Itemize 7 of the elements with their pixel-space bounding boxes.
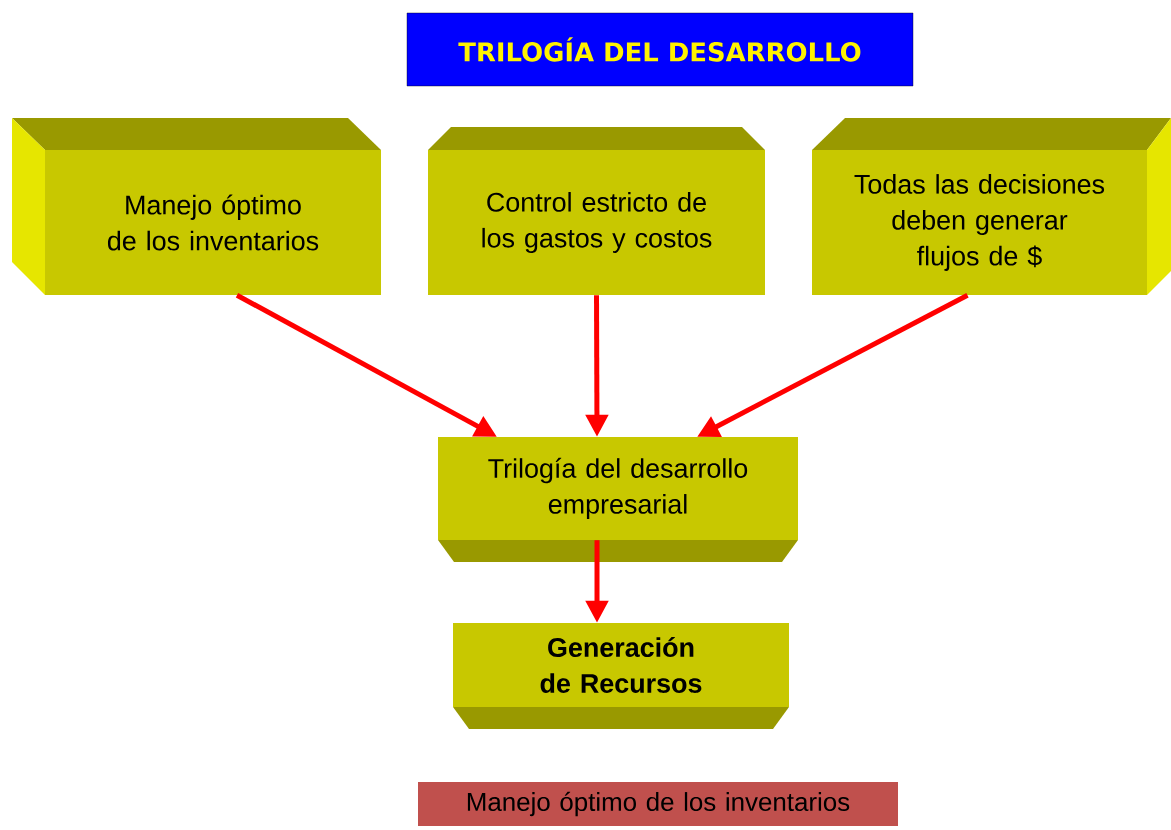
title-banner: TRILOGÍA DEL DESARROLLO [406,12,914,87]
block-box: Trilogía del desarrollo empresarial [438,437,798,562]
block-box: Control estricto de los gastos y costos [428,127,765,295]
block-box: Manejo óptimo de los inventarios [12,118,381,295]
text-box: Manejo óptimo de los inventarios [418,782,898,826]
block-box: Generación de Recursos [453,623,789,729]
block-box: Todas las decisiones deben generar flujos de $ [812,118,1171,295]
